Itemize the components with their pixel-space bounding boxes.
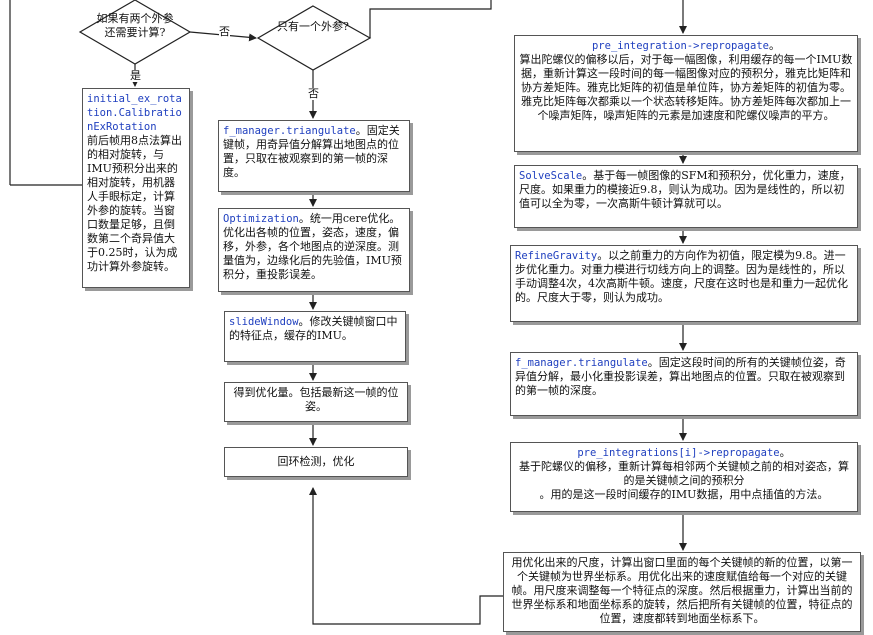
calibration-code: initial_ex_rotation.CalibrationExRotatio… <box>87 93 182 133</box>
triangulate-keyframes-text: 。固定这段时间的所有的关键帧位姿，奇异值分解，最小化重投影误差，算出地图点的位置… <box>515 356 846 397</box>
triangulate-keyframes-box: f_manager.triangulate。固定这段时间的所有的关键帧位姿，奇异… <box>510 352 858 416</box>
calibration-ex-rotation-box: initial_ex_rotation.CalibrationExRotatio… <box>82 88 190 288</box>
optimization-code: Optimization <box>223 213 299 225</box>
decision-diamond-one-param <box>256 5 372 71</box>
world-frame-text: 用优化出来的尺度，计算出窗口里面的每个关键帧的新的位置，以第一个关键帧为世界坐标… <box>511 556 853 625</box>
world-frame-box: 用优化出来的尺度，计算出窗口里面的每个关键帧的新的位置，以第一个关键帧为世界坐标… <box>503 552 861 632</box>
loop-closure-text: 回环检测，优化 <box>277 455 355 468</box>
refine-gravity-text: 。以之前重力的方向作为初值，限定模为9.8。进一步优化重力。对重力模进行切线方向… <box>515 249 848 304</box>
triangulate-code: f_manager.triangulate <box>223 125 356 137</box>
result-box: 得到优化量。包括最新这一帧的位姿。 <box>224 382 408 422</box>
repropagate-keyframes-box: pre_integrations[i]->repropagate。 基于陀螺仪的… <box>510 442 858 512</box>
calibration-text: 前后帧用8点法算出的相对旋转，与IMU预积分出来的相对旋转，用机器人手眼标定，计… <box>87 134 182 273</box>
triangulate-keyframes-code: f_manager.triangulate <box>515 357 648 369</box>
slide-window-code: slideWindow <box>229 316 299 328</box>
triangulate-box: f_manager.triangulate。固定关键帧，用奇异值分解算出地图点的… <box>218 120 410 192</box>
slide-window-box: slideWindow。修改关键帧窗口中的特征点，缓存的IMU。 <box>224 311 406 362</box>
optimization-box: Optimization。统一用cere优化。优化出各帧的位置，姿态，速度，偏移… <box>218 208 410 292</box>
repropagate-keyframes-text: 基于陀螺仪的偏移，重新计算每相邻两个关键帧之前的相对姿态，算的是关键帧之间的预积… <box>519 460 849 487</box>
solve-scale-code: SolveScale <box>519 170 583 182</box>
repropagate-box: pre_integration->repropagate。 算出陀螺仪的偏移以后… <box>514 35 858 152</box>
label-no-2: 否 <box>308 87 319 100</box>
slide-window-text: 。修改关键帧窗口中的特征点，缓存的IMU。 <box>229 315 398 342</box>
label-no-1: 否 <box>219 25 230 38</box>
repropagate-keyframes-text2: 。用的是这一段时间缓存的IMU数据，用中点插值的方法。 <box>539 488 829 501</box>
solve-scale-box: SolveScale。基于每一帧图像的SFM和预积分，优化重力，速度，尺度。如果… <box>514 165 858 228</box>
repropagate-text: 算出陀螺仪的偏移以后，对于每一幅图像，利用缓存的每一个IMU数据，重新计算这一段… <box>519 53 853 122</box>
repropagate-code: pre_integration->repropagate <box>591 40 769 52</box>
loop-closure-box: 回环检测，优化 <box>224 447 408 477</box>
repropagate-keyframes-suffix: 。 <box>779 446 791 459</box>
repropagate-suffix: 。 <box>769 39 780 52</box>
label-yes-1: 是 <box>130 69 141 82</box>
decision-one-param-text: 只有一个外参? <box>277 20 349 33</box>
result-text: 得到优化量。包括最新这一帧的位姿。 <box>233 386 399 413</box>
triangulate-text: 。固定关键帧，用奇异值分解算出地图点的位置，只取在被观察到的第一帧的深度。 <box>223 124 400 179</box>
repropagate-keyframes-code: pre_integrations[i]->repropagate <box>577 447 780 459</box>
decision-two-params-text: 如果有两个外参还需要计算? <box>96 12 174 39</box>
refine-gravity-code: RefineGravity <box>515 250 598 262</box>
refine-gravity-box: RefineGravity。以之前重力的方向作为初值，限定模为9.8。进一步优化… <box>510 245 858 322</box>
optimization-text: 。统一用cere优化。优化出各帧的位置，姿态，速度，偏移，外参，各个地图点的逆深… <box>223 212 402 281</box>
solve-scale-text: 。基于每一帧图像的SFM和预积分，优化重力，速度，尺度。如果重力的模接近9.8，… <box>519 169 851 210</box>
